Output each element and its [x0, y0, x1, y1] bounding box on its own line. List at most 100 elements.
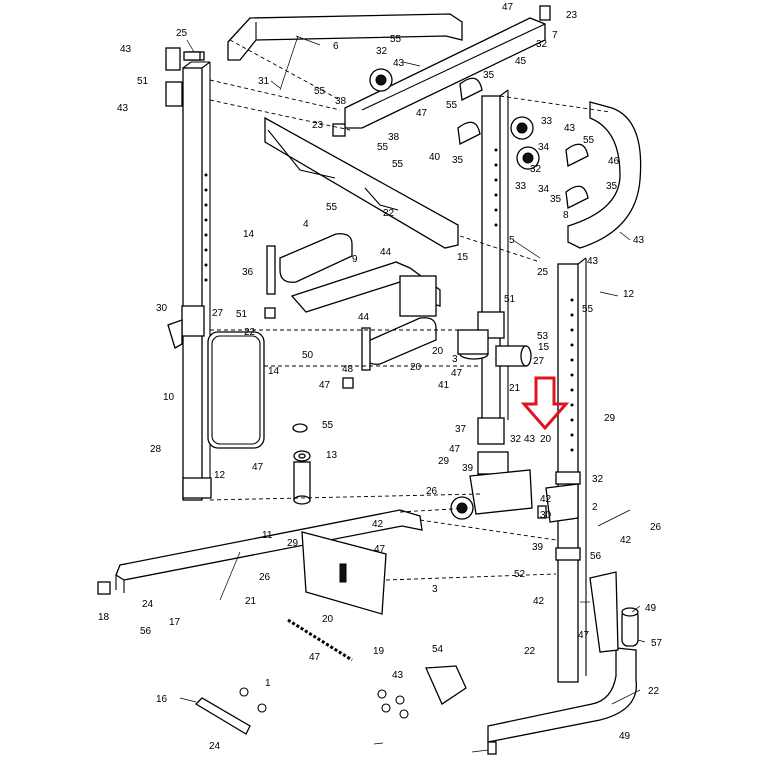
left-upright-post: [182, 61, 211, 501]
part-label: 7: [552, 30, 558, 41]
part-label: 42: [620, 535, 632, 546]
part-label: 17: [169, 617, 181, 628]
part-label: 8: [563, 210, 569, 221]
curl-bar-17: [195, 628, 369, 721]
part-label: 23: [566, 10, 578, 21]
part-label: 20: [410, 362, 422, 373]
part-label: 41: [438, 380, 450, 391]
part-label: 47: [374, 544, 386, 555]
part-label: 14: [243, 229, 255, 240]
chain-18: [287, 618, 353, 662]
part-label: 57: [651, 638, 663, 649]
top-crossbar-6: [227, 13, 463, 61]
part-label: 47: [252, 462, 264, 473]
part-label: 21: [245, 596, 257, 607]
part-label: 32: [530, 164, 542, 175]
backrest-pad-13: [207, 331, 265, 449]
leader-lines: [179, 35, 646, 753]
right-upright-post-4: [481, 89, 509, 427]
part-label: 43: [393, 58, 405, 69]
part-label: 38: [335, 96, 347, 107]
part-label: 56: [590, 551, 602, 562]
part-label: 31: [258, 76, 270, 87]
part-label: 18: [98, 612, 110, 623]
part-label: 36: [242, 267, 254, 278]
part-label: 24: [209, 741, 221, 752]
upper-bar-8: [264, 116, 459, 249]
part-label: 11: [262, 530, 273, 541]
part-label: 43: [117, 103, 129, 114]
left-sleeve-12: [167, 305, 205, 349]
part-label: 42: [372, 519, 384, 530]
part-label: 55: [583, 135, 595, 146]
part-label: 23: [312, 120, 324, 131]
part-label: 10: [163, 392, 175, 403]
part-label: 52: [514, 569, 526, 580]
cables: [219, 35, 631, 601]
part-label: 44: [380, 247, 392, 258]
right-sleeves-29: [545, 471, 581, 561]
plate-11: [301, 531, 387, 615]
part-label: 25: [537, 267, 549, 278]
part-label: 47: [319, 380, 331, 391]
part-label: 27: [533, 356, 545, 367]
part-label: 35: [550, 194, 562, 205]
part-label: 30: [156, 303, 168, 314]
part-label: 29: [438, 456, 450, 467]
clips-19-54: [239, 687, 409, 719]
part-label: 32: [536, 39, 548, 50]
base-frame-2: [115, 509, 423, 593]
part-label: 29: [287, 538, 299, 549]
part-label: 43: [587, 256, 599, 267]
part-label: 21: [509, 383, 521, 394]
part-label: 34: [538, 142, 550, 153]
pulley-brackets-35: [457, 77, 589, 209]
part-label: 33: [541, 116, 553, 127]
part-label: 22: [648, 686, 660, 697]
center-carriage: [457, 311, 533, 515]
part-label: 32: [510, 434, 522, 445]
part-label: 34: [538, 184, 550, 195]
part-label: 55: [326, 202, 338, 213]
part-label: 5: [509, 235, 515, 246]
part-label: 47: [578, 630, 590, 641]
part-label: 15: [457, 252, 469, 263]
part-label: 55: [377, 142, 389, 153]
part-label: 45: [515, 56, 527, 67]
post-15-left: [266, 245, 276, 295]
part-label: 3: [452, 354, 458, 365]
part-label: 27: [212, 308, 224, 319]
part-label: 42: [540, 494, 552, 505]
part-label: 51: [504, 294, 516, 305]
part-label: 55: [392, 159, 404, 170]
part-label: 55: [390, 34, 402, 45]
part-label: 4: [303, 219, 309, 230]
part-label: 54: [432, 644, 444, 655]
part-label: 47: [449, 444, 461, 455]
part-label: 14: [268, 366, 280, 377]
part-label: 53: [537, 331, 549, 342]
part-label: 55: [322, 420, 334, 431]
part-label: 40: [429, 152, 441, 163]
seat-frame-9: [290, 261, 441, 317]
part-label: 37: [455, 424, 467, 435]
part-label: 25: [176, 28, 188, 39]
handle-57: [425, 665, 467, 705]
part-label: 2: [592, 502, 598, 513]
part-label: 51: [137, 76, 149, 87]
part-label: 30: [540, 510, 552, 521]
pulley-wheels: [369, 68, 540, 520]
part-label: 47: [416, 108, 428, 119]
part-label: 43: [633, 235, 645, 246]
part-label: 12: [623, 289, 635, 300]
seat-pad-14-lower: [365, 317, 437, 365]
part-label: 12: [214, 470, 226, 481]
left-bottom-sleeve: [182, 477, 212, 499]
part-label: 9: [352, 254, 358, 265]
part-label: 56: [140, 626, 152, 637]
part-label: 29: [604, 413, 616, 424]
part-label: 35: [606, 181, 618, 192]
end-caps: [97, 5, 551, 755]
part-label: 26: [650, 522, 662, 533]
part-label: 33: [515, 181, 527, 192]
